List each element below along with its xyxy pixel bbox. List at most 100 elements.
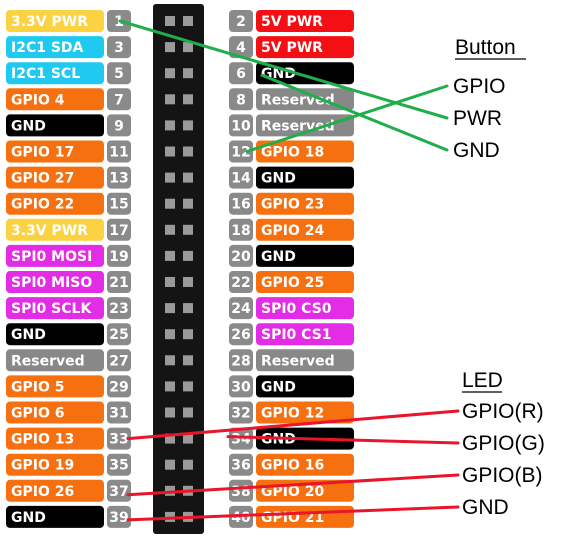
pin-number-box [229, 10, 253, 32]
led-title: LED [462, 369, 503, 392]
pin-number: 19 [109, 249, 128, 265]
pin-label: GPIO 6 [11, 406, 64, 422]
pin-label-box [256, 297, 354, 320]
header-pin [165, 172, 175, 183]
pin-label-box [256, 453, 354, 476]
pin-label: GPIO 26 [11, 484, 74, 500]
pin-label-box [6, 323, 104, 346]
pin-label: GND [261, 249, 296, 265]
pin-label-box [256, 244, 354, 267]
pin-label-box [6, 10, 104, 32]
pin-label: 3.3V PWR [11, 14, 88, 30]
pin-number-box [229, 349, 253, 372]
pin-number-box [229, 114, 253, 137]
header-pin [183, 250, 193, 261]
pin-number: 21 [109, 275, 128, 291]
led-legend: LED GPIO(R) GPIO(G) GPIO(B) GND [462, 369, 545, 519]
wire-button-pwr [118, 19, 449, 120]
pin-number: 27 [109, 353, 128, 369]
wire-led-gnd [126, 505, 460, 522]
pin-label-box [6, 244, 104, 267]
pin-label: GPIO 27 [11, 171, 74, 187]
pin-label: SPI0 MISO [11, 275, 92, 291]
pin-number-box [107, 218, 131, 241]
pin-number: 14 [231, 171, 251, 187]
pin-number: 36 [231, 458, 250, 474]
pin-label-box [6, 479, 104, 502]
pin-number: 23 [109, 301, 128, 317]
pin-label: Reserved [11, 353, 85, 369]
header-pin [183, 68, 193, 79]
header-pin [183, 224, 193, 235]
pin-label-box [6, 192, 104, 215]
header-pin [165, 42, 175, 53]
pin-label-box [6, 297, 104, 320]
pin-label-box [6, 140, 104, 163]
pin-number: 28 [231, 353, 250, 369]
pin-number: 29 [109, 379, 128, 395]
pin-number: 34 [231, 432, 251, 448]
pin-number: 7 [114, 92, 124, 108]
header-pin [183, 120, 193, 131]
pin-number: 32 [231, 406, 250, 422]
pin-number: 10 [231, 118, 251, 134]
pin-label: 5V PWR [261, 40, 323, 56]
pin-number-box [229, 297, 253, 320]
pin-number-box [107, 244, 131, 267]
header-pin [165, 407, 175, 418]
pin-number: 26 [231, 327, 250, 343]
pin-number-box [229, 453, 253, 476]
pin-number-box [229, 218, 253, 241]
header-pin [183, 381, 193, 392]
pin-number-box [229, 244, 253, 267]
header-pin [165, 146, 175, 157]
pin-label-box [256, 10, 354, 32]
wire-button-gnd [260, 73, 449, 152]
pin-label-box [6, 88, 104, 111]
pin-header [153, 4, 204, 534]
pin-number: 13 [109, 171, 128, 187]
pin-label: GPIO 23 [261, 197, 324, 213]
pin-number: 3 [114, 40, 124, 56]
header-pin [165, 381, 175, 392]
header-pin [165, 277, 175, 287]
pin-number: 35 [109, 458, 128, 474]
pin-number-box [107, 166, 131, 189]
header-pin [165, 303, 175, 314]
pin-number-box [107, 505, 131, 528]
pin-number-box [229, 479, 253, 502]
pin-label: I2C1 SDA [11, 40, 84, 56]
pin-label-box [6, 218, 104, 241]
pin-number-box [229, 62, 253, 85]
pin-number: 31 [109, 406, 128, 422]
header-pin [183, 355, 193, 366]
pin-label-box [256, 401, 354, 424]
pin-number-box [107, 297, 131, 320]
wire-button-gpio [245, 84, 449, 153]
pin-number-box [107, 479, 131, 502]
pin-label-box [6, 114, 104, 137]
pin-number-box [107, 62, 131, 85]
pin-label: GPIO 13 [11, 432, 74, 448]
header-pin [165, 433, 175, 444]
left-pin-27: Reserved 27 [6, 349, 131, 372]
header-pin [165, 16, 175, 26]
button-terminal-gpio: GPIO [453, 75, 506, 98]
pin-number: 18 [231, 223, 250, 239]
pin-number-box [107, 36, 131, 59]
